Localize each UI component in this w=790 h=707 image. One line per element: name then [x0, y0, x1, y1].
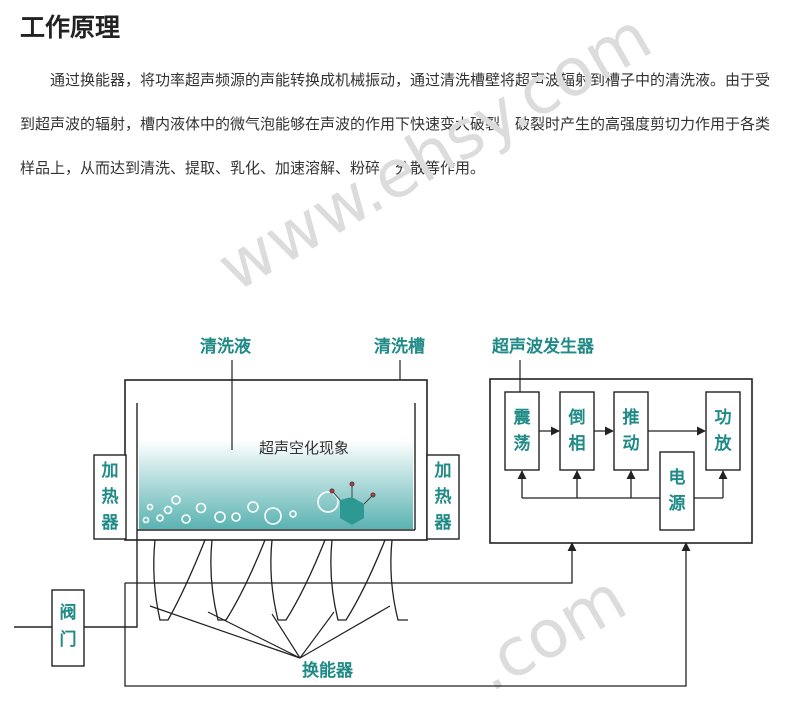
generator-frame — [489, 378, 753, 544]
label-transducer: 换能器 — [302, 660, 354, 681]
power-supply-box — [659, 451, 695, 531]
heater-left-char: 热 — [102, 486, 119, 507]
pipe-to-tank — [84, 530, 138, 628]
label-cavitation: 超声空化现象 — [259, 439, 349, 457]
amplifier-box — [705, 391, 741, 471]
wire-transducer-to-generator-2 — [124, 542, 691, 687]
cleaning-liquid-fill — [139, 440, 413, 529]
particle-spikes — [329, 481, 376, 505]
label-generator: 超声波发生器 — [492, 336, 595, 357]
heater-left-char: 器 — [101, 513, 120, 533]
inverter-box — [559, 391, 595, 471]
transducer-2 — [210, 539, 266, 621]
sample-particle — [340, 497, 364, 525]
bubble — [214, 511, 226, 523]
oscillator-char: 荡 — [514, 434, 531, 454]
inverter-char: 相 — [569, 433, 586, 454]
heater-right-char: 热 — [435, 486, 452, 507]
transducer-1 — [153, 539, 206, 621]
bubble — [264, 507, 282, 525]
bubble — [156, 514, 164, 522]
transducer-4 — [330, 539, 386, 621]
bubble — [195, 502, 207, 514]
heater-right-box — [426, 454, 460, 540]
bubble — [231, 512, 241, 522]
power-lines — [517, 470, 728, 499]
bubble — [171, 495, 181, 505]
description-paragraph: 通过换能器，将功率超声频源的声能转换成机械振动，通过清洗槽壁将超声波辐射到槽子中… — [20, 71, 771, 177]
bubble — [163, 505, 173, 515]
bubble — [317, 491, 339, 513]
heater-right-char: 加 — [434, 461, 452, 481]
transducer-5 — [390, 539, 408, 621]
power-supply-char: 源 — [669, 493, 686, 514]
transducers — [153, 539, 408, 621]
oscillator-box — [504, 391, 540, 471]
valve-char: 门 — [60, 629, 77, 650]
driver-box — [613, 391, 649, 471]
oscillator-char: 震 — [513, 408, 532, 428]
transducer-3 — [270, 539, 326, 621]
heater-left-char: 加 — [101, 461, 119, 481]
heater-right-char: 器 — [434, 513, 453, 533]
inverter-char: 倒 — [568, 408, 586, 428]
bubble — [247, 501, 259, 513]
label-cleaning-liquid: 清洗液 — [200, 336, 251, 357]
bubble — [146, 503, 154, 511]
transducer-leaders — [149, 605, 391, 659]
bubble — [142, 516, 150, 524]
wire-transducer-to-generator-1 — [125, 542, 577, 584]
power-supply-char: 电 — [669, 467, 686, 488]
driver-char: 动 — [623, 434, 640, 454]
driver-char: 推 — [623, 407, 640, 428]
valve-char: 阀 — [60, 602, 77, 623]
page-title: 工作原理 — [20, 13, 121, 42]
bubble — [181, 514, 191, 524]
amplifier-char: 功 — [715, 408, 732, 428]
heater-left-box — [93, 454, 127, 540]
label-cleaning-tank: 清洗槽 — [374, 336, 425, 357]
amplifier-char: 放 — [714, 433, 733, 454]
cavitation-bubbles — [142, 491, 339, 525]
bubble — [289, 510, 297, 518]
valve-box — [51, 589, 85, 667]
